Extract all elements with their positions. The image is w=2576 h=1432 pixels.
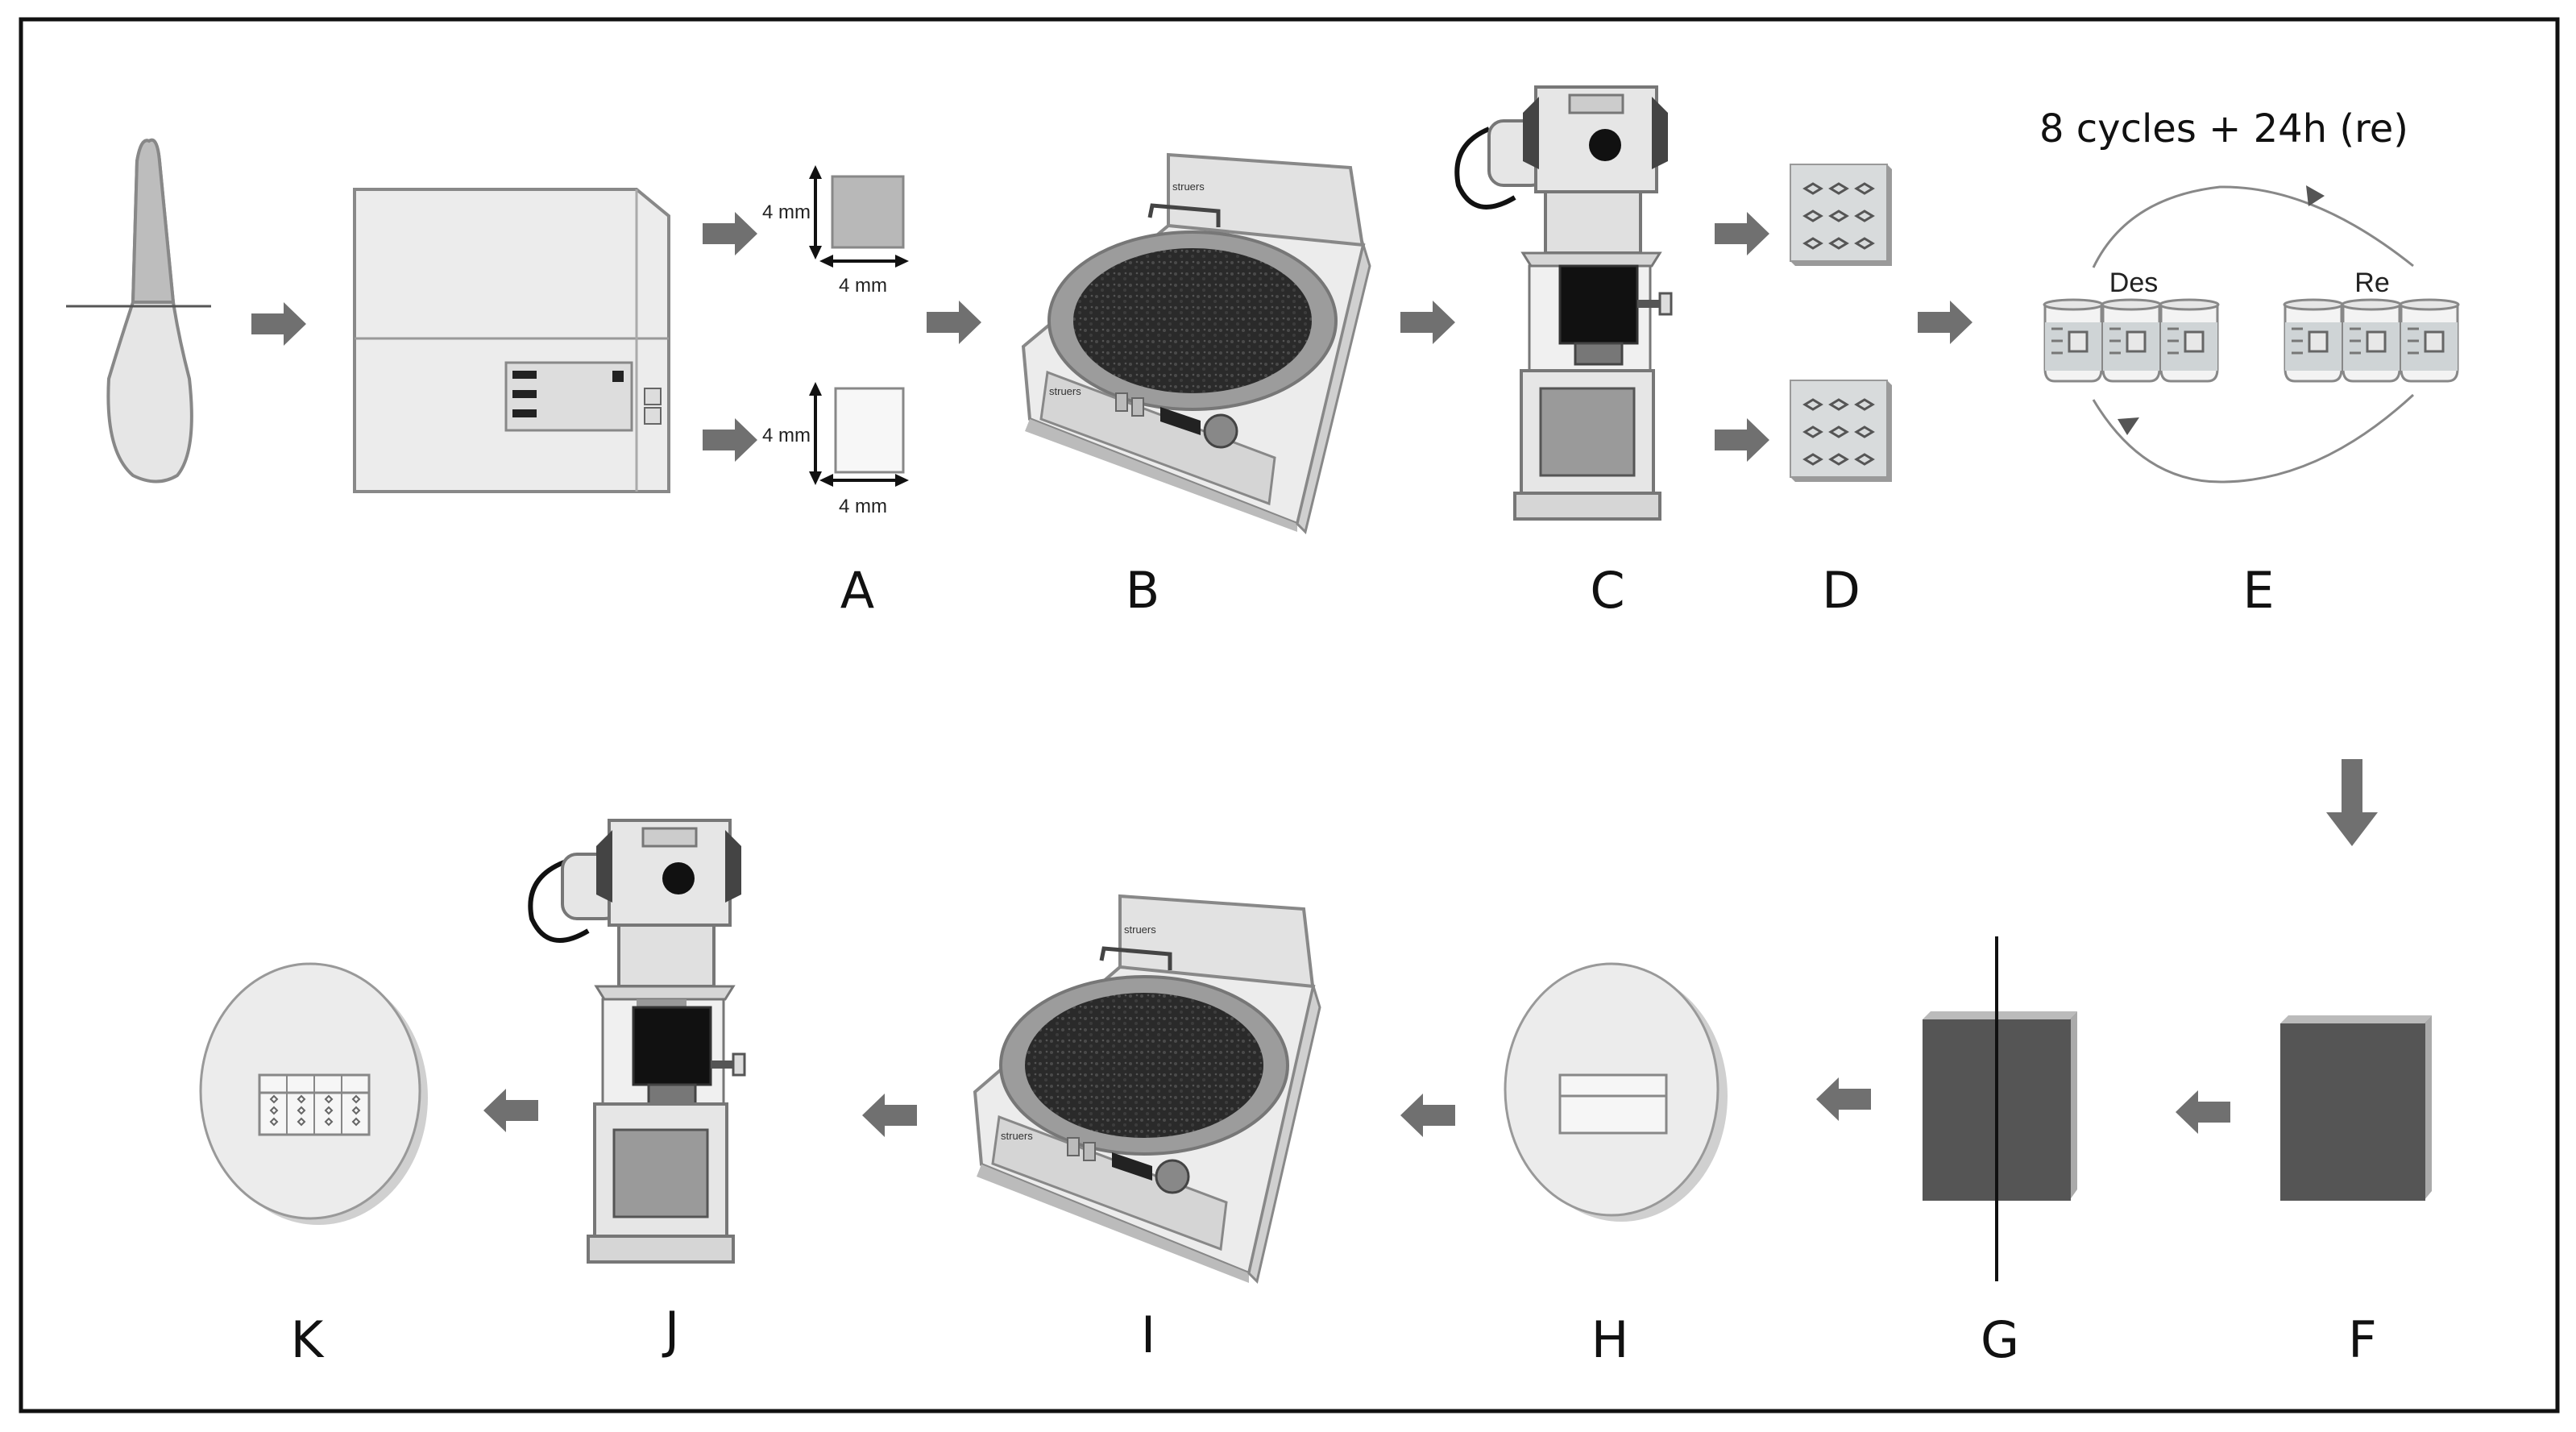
stage-label-e: E — [2242, 561, 2274, 620]
dim-label-horizontal: 4 mm — [839, 275, 887, 297]
specimen-block-enamel: 4 mm 4 mm — [762, 165, 909, 297]
beaker — [2101, 298, 2162, 383]
stage-label-h: H — [1591, 1310, 1629, 1369]
microhardness-tester-2 — [528, 819, 746, 1264]
tooth-illustration — [66, 138, 211, 484]
ph-cycling: 8 cycles + 24h (re) Des Re — [2039, 106, 2460, 484]
stage-label-d: D — [1822, 561, 1860, 620]
indented-embedded-specimen — [199, 962, 428, 1225]
polishing-machine-2: struers struers — [973, 894, 1321, 1284]
sectioned-block — [1923, 936, 2077, 1281]
arrow-down — [2326, 759, 2378, 846]
re-label: Re — [2354, 268, 2389, 298]
microhardness-tester — [1454, 85, 1673, 521]
des-label: Des — [2109, 268, 2158, 298]
indented-specimen-dentin — [1790, 380, 1893, 483]
cutting-machine — [353, 188, 670, 493]
stage-label-b: B — [1126, 561, 1160, 620]
indented-specimen-enamel — [1790, 164, 1893, 267]
beaker — [2341, 298, 2402, 383]
indenter-head — [632, 1006, 712, 1086]
stage-label-k: K — [291, 1310, 325, 1369]
stage-label-j: J — [662, 1301, 679, 1359]
stage-label-c: C — [1590, 561, 1624, 620]
brand-label: struers — [1124, 924, 1156, 936]
polishing-machine: struers struers — [1021, 152, 1371, 534]
stage-label-a: A — [840, 561, 874, 620]
brand-label: struers — [1049, 385, 1081, 397]
stage-label-i: I — [1141, 1305, 1155, 1364]
beaker — [2399, 298, 2460, 383]
beaker — [2159, 298, 2220, 383]
indenter-head — [1558, 264, 1639, 345]
dim-label-vertical: 4 mm — [762, 201, 811, 223]
treated-block — [2280, 1015, 2432, 1201]
stage-label-g: G — [1981, 1310, 2019, 1369]
cycle-arrow-bottom — [2092, 393, 2415, 484]
stage-label-f: F — [2348, 1310, 2377, 1369]
dim-label-vertical: 4 mm — [762, 425, 811, 446]
brand-label: struers — [1001, 1130, 1033, 1142]
specimen-block-dentin: 4 mm 4 mm — [762, 382, 909, 517]
cycle-arrow-top — [2092, 185, 2414, 268]
beaker — [2283, 298, 2344, 383]
brand-label: struers — [1172, 181, 1205, 193]
dim-label-horizontal: 4 mm — [839, 496, 887, 517]
cycle-title: 8 cycles + 24h (re) — [2039, 106, 2408, 152]
embedded-specimen — [1504, 962, 1728, 1222]
beaker — [2043, 298, 2104, 383]
